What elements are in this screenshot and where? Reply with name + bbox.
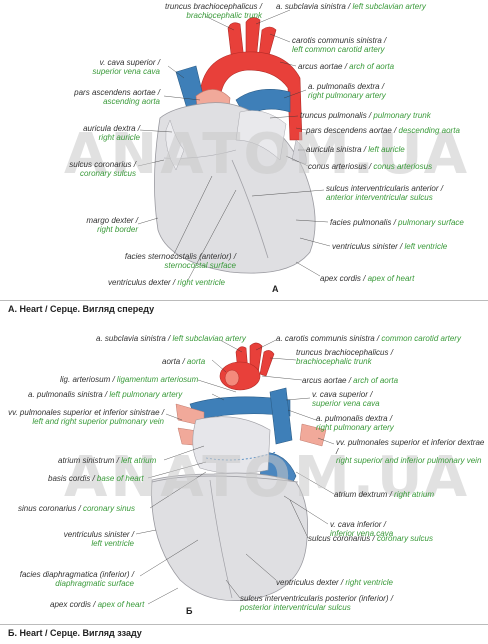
label-left-common-carotid-artery: carotis communis sinistra /left common c… — [292, 36, 387, 54]
label-left-atrium: atrium sinistrum / left atrium — [58, 456, 157, 465]
panel-letter-b: Б — [186, 606, 193, 616]
label-coronary-sinus: sinus coronarius / coronary sinus — [18, 504, 135, 513]
label-right-atrium: atrium dextrum / right atrium — [334, 490, 435, 499]
leader-lines-a — [137, 9, 331, 281]
watermark: ANATOM.UA — [64, 122, 471, 187]
heart-posterior-figure — [151, 342, 327, 601]
label-pulmonary-surface: facies pulmonalis / pulmonary surface — [330, 218, 464, 227]
label-right-ventricle-b: ventriculus dexter / right ventricle — [276, 578, 393, 587]
label-common-carotid-artery: a. carotis communis sinistra / common ca… — [276, 334, 461, 343]
label-coronary-sulcus: sulcus coronarius /coronary sulcus — [69, 160, 136, 178]
label-right-auricle: auricula dextra /right auricle — [83, 124, 140, 142]
label-ascending-aorta: pars ascendens aortae /ascending aorta — [74, 88, 160, 106]
label-left-ventricle-b: ventriculus sinister /left ventricle — [63, 530, 134, 548]
label-anterior-interventricular-sulcus: sulcus interventricularis anterior /ante… — [326, 184, 443, 202]
label-sternocostal-surface: facies sternocostalis (anterior) /sterno… — [124, 252, 236, 270]
label-arch-of-aorta-b: arcus aortae / arch of aorta — [302, 376, 399, 385]
label-left-ventricle: ventriculus sinister / left ventricle — [332, 242, 448, 251]
label-pulmonary-trunk: truncus pulmonalis / pulmonary trunk — [300, 111, 431, 120]
label-right-pulmonary-veins: vv. pulmonales superior et inferior dext… — [336, 438, 485, 465]
label-inferior-vena-cava: v. cava inferior /inferior vena cava — [330, 520, 394, 538]
label-posterior-interventricular-sulcus: sulcus interventricularis posterior (inf… — [240, 594, 393, 612]
label-base-of-heart: basis cordis / base of heart — [48, 474, 144, 483]
label-aorta: aorta / aorta — [162, 357, 206, 366]
label-conus-arteriosus: conus arteriosus / conus arteriosus — [308, 162, 433, 171]
label-left-auricle: auricula sinistra / left auricle — [306, 145, 405, 154]
label-right-ventricle: ventriculus dexter / right ventricle — [108, 278, 225, 287]
divider — [0, 300, 488, 301]
label-coronary-sulcus-b: sulcus coronarius / coronary sulcus — [308, 534, 433, 543]
label-apex-of-heart-b: apex cordis / apex of heart — [50, 600, 145, 609]
label-brachiocephalic-trunk: truncus brachiocephalicus /brachiocephal… — [165, 2, 262, 20]
panel-letter-a: A — [272, 284, 279, 294]
heart-anterior-figure — [154, 17, 316, 274]
label-left-subclavian-artery-b: a. subclavia sinistra / left subclavian … — [96, 334, 246, 343]
label-right-pulmonary-artery: a. pulmonalis dextra /right pulmonary ar… — [308, 82, 386, 100]
label-superior-vena-cava: v. cava superior /superior vena cava — [92, 58, 160, 76]
label-left-subclavian-artery: a. subclavia sinistra / left subclavian … — [276, 2, 426, 11]
label-descending-aorta: pars descendens aortae / descending aort… — [306, 126, 460, 135]
caption-anterior: А. Heart / Серце. Вигляд спереду — [8, 304, 155, 314]
caption-posterior: Б. Heart / Серце. Вигляд ззаду — [8, 628, 142, 638]
leader-lines-b — [135, 339, 335, 605]
label-apex-of-heart: apex cordis / apex of heart — [320, 274, 415, 283]
label-right-border: margo dexter /right border — [86, 216, 138, 234]
label-superior-vena-cava-b: v. cava superior /superior vena cava — [312, 390, 380, 408]
label-brachiocephalic-trunk-b: truncus brachiocephalicus /brachiocephal… — [296, 348, 393, 366]
label-right-pulmonary-artery-b: a. pulmonalis dextra /right pulmonary ar… — [316, 414, 394, 432]
label-left-pulmonary-artery: a. pulmonalis sinistra / left pulmonary … — [28, 390, 183, 399]
divider — [0, 624, 488, 625]
label-ligamentum-arteriosum: lig. arteriosum / ligamentum arteriosum — [60, 375, 199, 384]
label-left-pulmonary-veins: vv. pulmonales superior et inferior sini… — [8, 408, 164, 426]
label-arch-of-aorta: arcus aortae / arch of aorta — [298, 62, 395, 71]
watermark: ANATOM.UA — [64, 445, 471, 510]
label-diaphragmatic-surface: facies diaphragmatica (inferior) /diaphr… — [19, 570, 134, 588]
